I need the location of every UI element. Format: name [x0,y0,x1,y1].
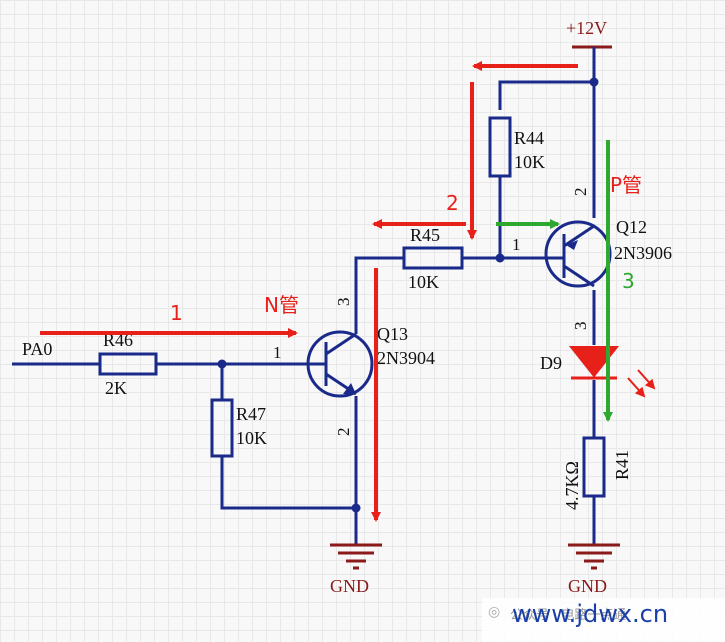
svg-text:R44: R44 [514,128,544,148]
input-label: PA0 [22,339,52,359]
svg-text:R41: R41 [612,450,632,480]
led-d9: D9 [540,346,656,398]
annotation-step-1: 1 [170,301,183,325]
svg-text:GND: GND [330,576,369,596]
svg-text:Q12: Q12 [616,217,647,237]
svg-text:2: 2 [334,428,353,437]
label-p-type: P管 [610,173,642,197]
resistor-r47: R47 10K [210,398,267,458]
svg-text:1: 1 [512,235,521,254]
svg-text:R45: R45 [410,225,440,245]
svg-text:2N3906: 2N3906 [614,243,672,263]
transistor-q12: Q12 2N3906 1 2 3 [512,188,672,331]
red-flow-arrows [40,61,578,522]
wires [12,80,596,545]
green-flow-arrows [496,140,613,422]
label-n-type: N管 [264,293,299,317]
svg-text:R47: R47 [236,404,266,424]
svg-text:1: 1 [273,343,282,362]
svg-text:D9: D9 [540,353,562,373]
annotation-step-3: 3 [622,269,635,293]
ground-symbol-right: GND [568,543,620,596]
svg-text:2K: 2K [105,378,127,398]
watermark-text: 公众号 · 电路一点通 [510,608,627,623]
svg-text:10K: 10K [514,152,545,172]
svg-text:2N3904: 2N3904 [377,348,435,368]
svg-text:Q13: Q13 [377,324,408,344]
annotation-step-2: 2 [446,191,459,215]
resistor-r46: R46 2K [98,330,158,398]
supply-symbol: +12V [566,18,612,82]
resistor-r45: R45 10K [402,225,464,292]
watermark: ◎ 公众号 · 电路一点通 www.jdwx.cn [482,598,725,642]
watermark-site: www.jdwx.cn [512,600,669,628]
svg-text:10K: 10K [236,428,267,448]
svg-text:4.7KΩ: 4.7KΩ [562,461,582,510]
supply-label: +12V [566,18,607,38]
resistor-r44: R44 10K [488,116,545,178]
svg-text:10K: 10K [408,272,439,292]
svg-text:3: 3 [571,322,590,331]
resistor-r41: R41 4.7KΩ [562,436,632,510]
transistor-q13: Q13 2N3904 1 3 2 [273,298,435,437]
svg-text:3: 3 [334,298,353,307]
wechat-icon: ◎ [488,604,501,620]
ground-symbol-left: GND [330,543,382,596]
svg-text:GND: GND [568,576,607,596]
svg-text:2: 2 [571,188,590,197]
junction-dots [217,77,599,513]
